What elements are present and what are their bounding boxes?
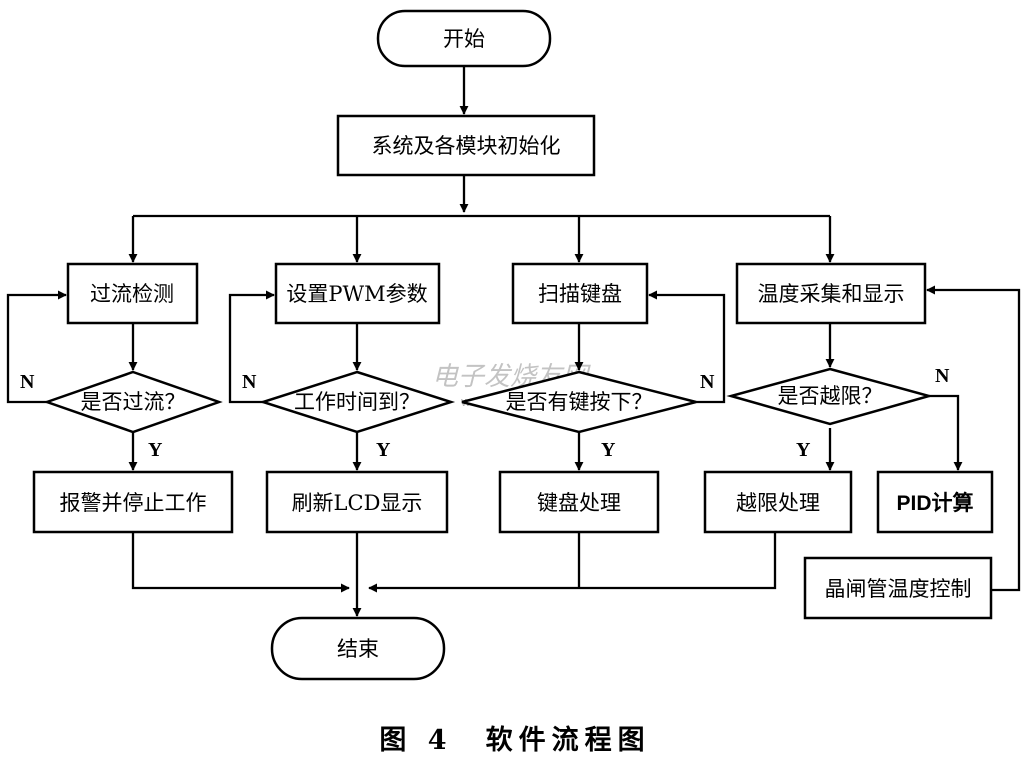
arrow-no-limit [929,394,963,471]
label-yes-overcurrent: Y [148,439,163,461]
figure-caption: 图 4 软件流程图 [379,725,650,756]
temp-acquire-label: 温度采集和显示 [758,282,905,306]
pid-calc-label: PID计算 [896,491,973,515]
init-box: 系统及各模块初始化 [336,114,596,177]
label-yes-limit: Y [796,439,811,461]
alarm-stop-label: 报警并停止工作 [60,491,207,515]
loop-no-worktime [228,290,275,404]
merge-alarm-to-end [131,532,350,593]
refresh-lcd-box: 刷新LCD显示 [265,470,449,534]
start-label: 开始 [443,27,485,51]
limit-process-label: 越限处理 [736,491,820,515]
end-terminal: 结束 [270,616,446,681]
limit-process-box: 越限处理 [703,470,853,534]
loop-no-key [648,290,726,404]
overcurrent-check-box: 过流检测 [66,262,199,325]
set-pwm-label: 设置PWM参数 [286,282,427,306]
q-key-diamond: 是否有键按下？ [461,370,697,434]
label-no-limit: N [935,365,950,387]
pid-calc-box: PID计算 [876,470,994,534]
thyristor-ctrl-label: 晶闸管温度控制 [825,577,972,601]
q-limit-diamond: 是否越限？ [726,367,934,426]
q-overcurrent-diamond: 是否过流？ [43,370,223,434]
connectors [6,65,1021,617]
q-worktime-diamond: 工作时间到？ [258,370,456,434]
label-no-key: N [700,371,715,393]
merge-limit-to-end [368,532,777,593]
q-overcurrent-label: 是否过流？ [81,390,186,414]
scan-keyboard-label: 扫描键盘 [538,282,622,306]
alarm-stop-box: 报警并停止工作 [32,470,234,534]
refresh-lcd-label: 刷新LCD显示 [292,491,423,515]
set-pwm-box: 设置PWM参数 [274,262,441,325]
key-process-label: 键盘处理 [537,491,621,515]
overcurrent-check-label: 过流检测 [90,282,174,306]
end-label: 结束 [337,637,379,661]
start-terminal: 开始 [376,9,552,68]
q-limit-label: 是否越限？ [778,384,883,408]
label-no-worktime: N [242,371,257,393]
thyristor-ctrl-box: 晶闸管温度控制 [803,556,993,620]
label-yes-worktime: Y [376,439,391,461]
loop-no-overcurrent [6,290,67,404]
temp-acquire-box: 温度采集和显示 [735,262,927,325]
key-process-box: 键盘处理 [498,470,660,534]
init-label: 系统及各模块初始化 [372,134,561,158]
label-no-overcurrent: N [20,371,35,393]
loop-thyristor-to-temp [926,285,1021,592]
label-yes-key: Y [601,439,616,461]
q-key-label: 是否有键按下？ [506,390,653,414]
branch-labels: N Y N Y N Y N Y [20,365,950,461]
q-worktime-label: 工作时间到？ [294,390,420,414]
scan-keyboard-box: 扫描键盘 [511,262,649,325]
